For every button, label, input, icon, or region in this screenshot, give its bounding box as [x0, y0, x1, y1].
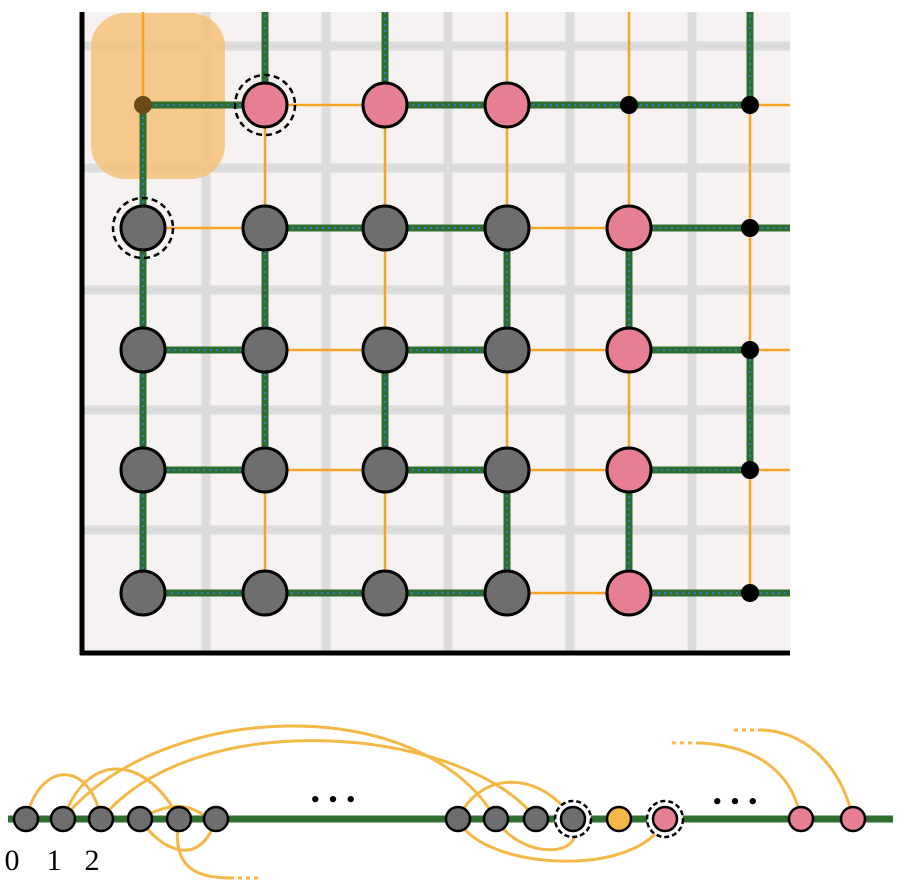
- highlight-square: [91, 13, 225, 179]
- grid-node-pink: [361, 81, 409, 129]
- chain-node-gray: [87, 805, 115, 833]
- grid-node-gray: [361, 569, 409, 617]
- chain-node-gray: [12, 805, 40, 833]
- chain-node-gray: [126, 805, 154, 833]
- chain-arc-tails: [230, 728, 760, 880]
- chain-ellipsis-left: • • •: [309, 790, 356, 811]
- grid-node-pink: [605, 204, 653, 252]
- grid-node-gray: [483, 326, 531, 374]
- chain-node-gray: [165, 805, 193, 833]
- chain-node-orange: [605, 805, 633, 833]
- grid-node-gray: [361, 326, 409, 374]
- grid-node-gray: [119, 569, 167, 617]
- grid-node-gray: [241, 446, 289, 494]
- grid-node-gray: [241, 326, 289, 374]
- grid-node-gray: [119, 326, 167, 374]
- grid-node-pink: [605, 326, 653, 374]
- grid-node-pink: [605, 569, 653, 617]
- grid-node-gray: [483, 446, 531, 494]
- background-gridlines: [82, 12, 790, 652]
- chain-node-gray: [559, 805, 587, 833]
- grid-dashed-ring: [111, 196, 175, 260]
- grid-panel: [79, 12, 790, 656]
- grid-node-boundary: [620, 96, 638, 114]
- chain-node-gray: [482, 805, 510, 833]
- chain-node-pink: [787, 805, 815, 833]
- grid-node-pink: [483, 81, 531, 129]
- grid-node-small: [134, 96, 152, 114]
- grid-node-gray: [483, 204, 531, 252]
- grid-node-boundary: [741, 461, 759, 479]
- grid-nodes: [111, 73, 759, 617]
- grid-node-boundary: [741, 584, 759, 602]
- grid-node-gray: [483, 569, 531, 617]
- grid-node-gray: [241, 204, 289, 252]
- chain-node-pink: [839, 805, 867, 833]
- chain-node-gray: [444, 805, 472, 833]
- grid-node-gray: [361, 446, 409, 494]
- grid-node-gray: [241, 569, 289, 617]
- chain-node-gray: [49, 805, 77, 833]
- chain-node-gray: [202, 805, 230, 833]
- grid-node-boundary: [741, 341, 759, 359]
- grid-node-gray: [119, 446, 167, 494]
- grid-node-gray: [119, 204, 167, 252]
- grid-node-boundary: [741, 219, 759, 237]
- grid-dashed-ring: [233, 73, 297, 137]
- chain-label-0: 0: [5, 844, 20, 877]
- grid-node-pink: [605, 446, 653, 494]
- grid-node-pink: [241, 81, 289, 129]
- chain-node-gray: [522, 805, 550, 833]
- grid-node-boundary: [741, 96, 759, 114]
- chain-ellipsis-right: • • •: [711, 792, 758, 813]
- grid-node-gray: [361, 204, 409, 252]
- chain-panel: • • • • • • 0 1 2: [5, 724, 893, 880]
- chain-node-pink: [651, 805, 679, 833]
- chain-nodes: [12, 799, 867, 839]
- chain-label-1: 1: [47, 844, 62, 877]
- chain-label-2: 2: [85, 844, 100, 877]
